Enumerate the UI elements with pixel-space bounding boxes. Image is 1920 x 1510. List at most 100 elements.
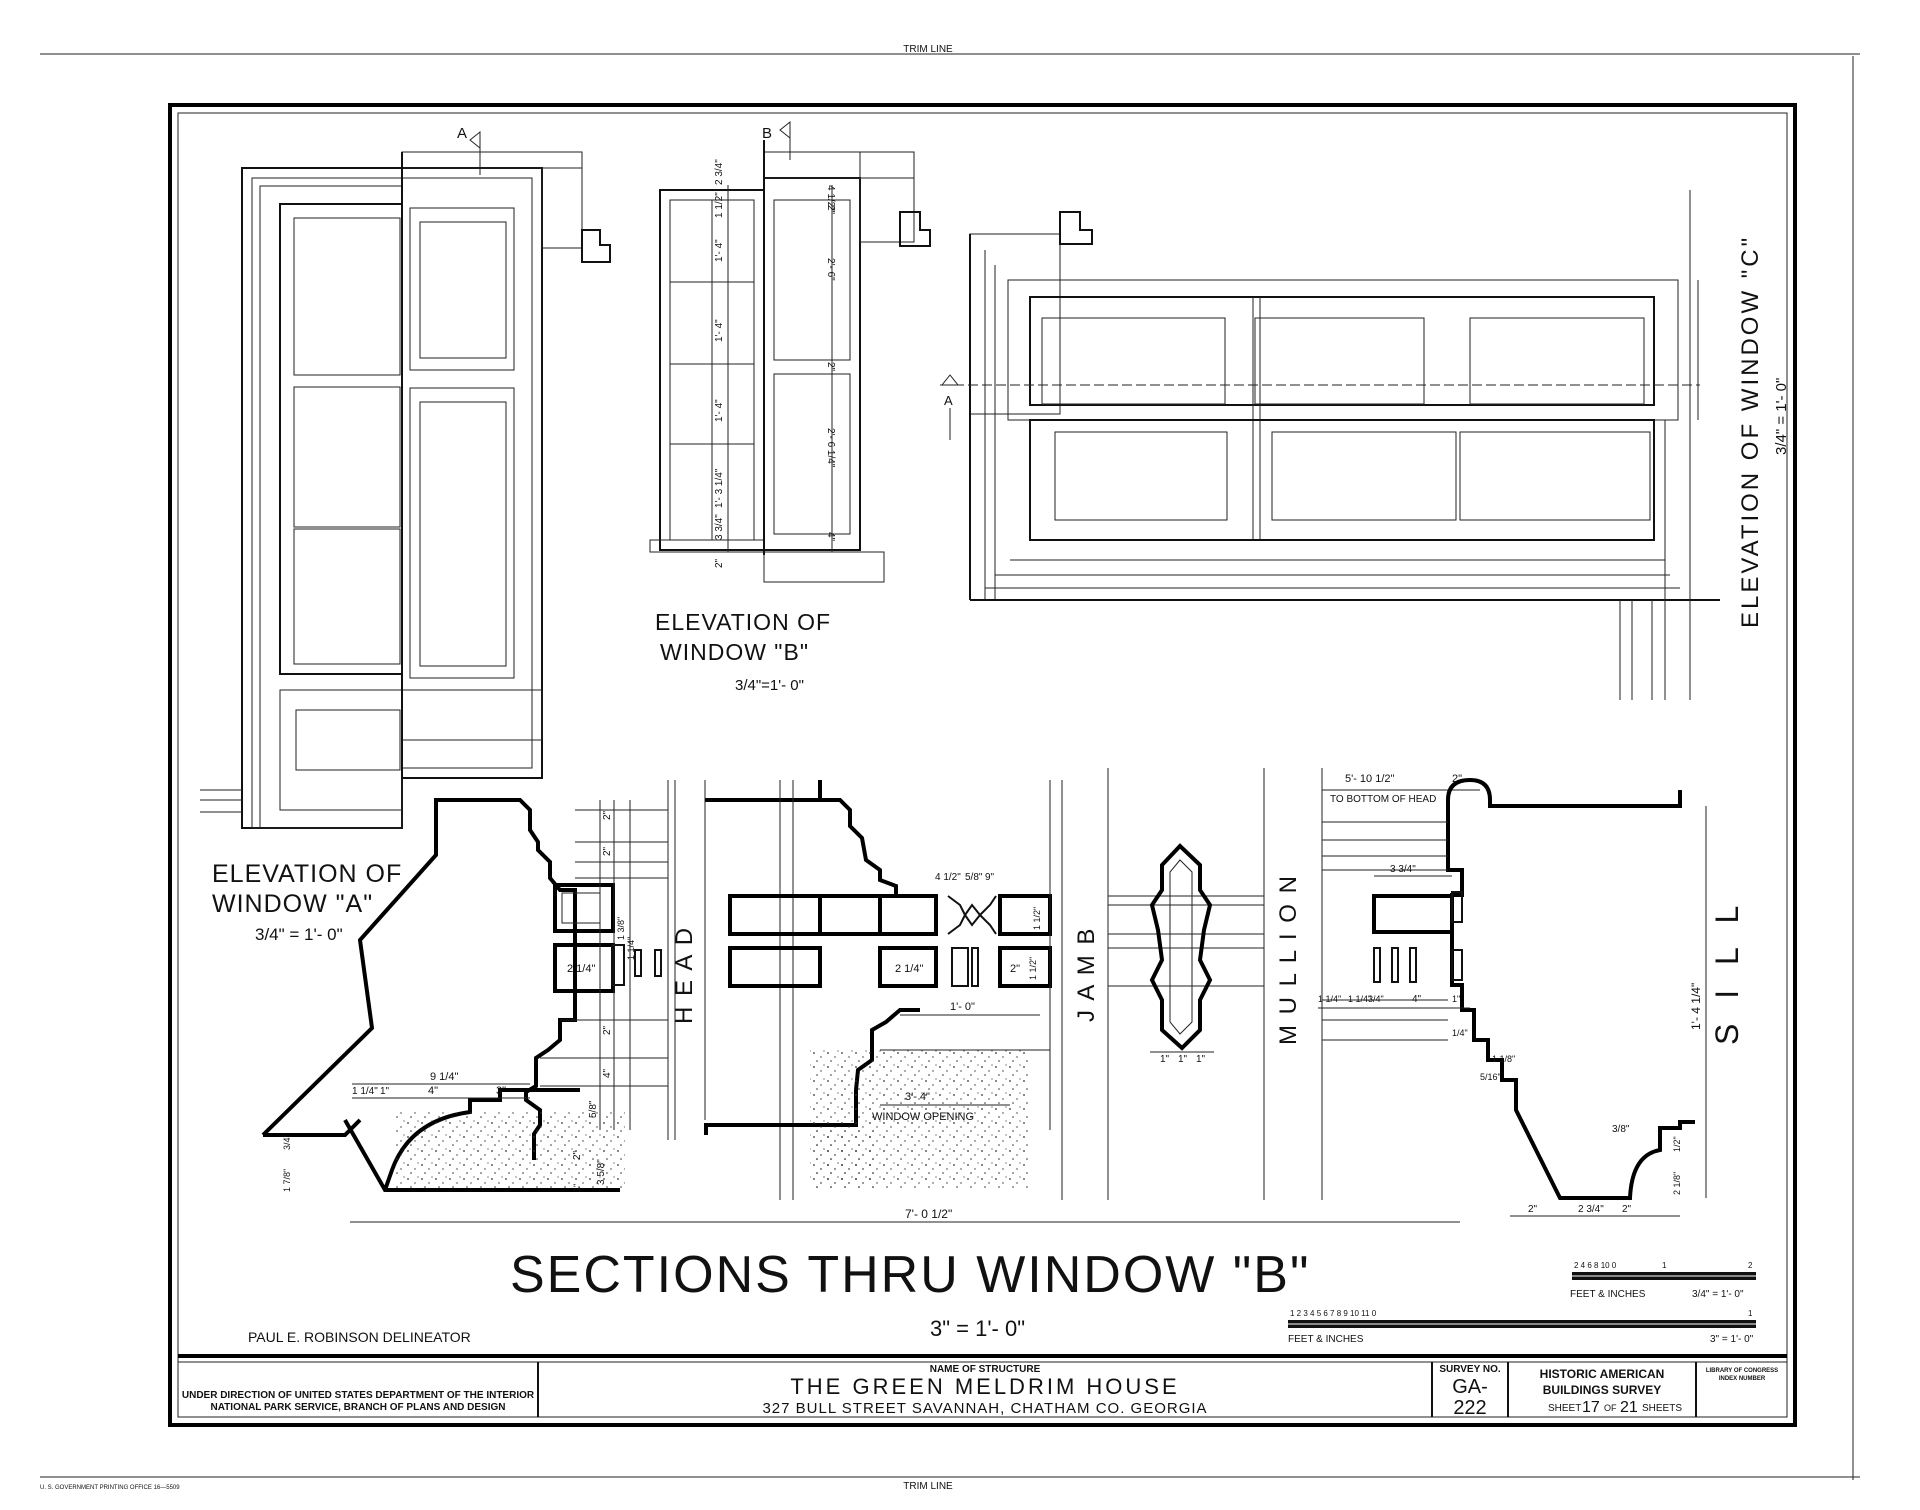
elevation-b-title: ELEVATION OF WINDOW "B" 3/4"=1'- 0" bbox=[655, 609, 830, 694]
scale-bar-1-label: FEET & INCHES bbox=[1570, 1289, 1646, 1300]
head-dim-5: 5/8" bbox=[588, 1100, 599, 1118]
head-dim-4: 4" bbox=[602, 1068, 613, 1078]
sheet-post: SHEETS bbox=[1642, 1403, 1682, 1414]
dim-v4: 3 5/8" bbox=[596, 1159, 607, 1185]
sill-dim-b2: 2 3/4" bbox=[1578, 1204, 1604, 1215]
sheet-of: OF bbox=[1604, 1403, 1617, 1413]
window-opening-dim: 3'- 4" bbox=[905, 1091, 930, 1103]
dim-b-left-7: 2" bbox=[714, 558, 725, 568]
dim-b-right-4: 2'- 6 1/4" bbox=[825, 428, 836, 468]
elevation-window-b: B 2 3/4" 1 1/2" 1'- 4" 1'- 4" 1'- 4" 1'-… bbox=[649, 120, 931, 694]
sheet-border-outer bbox=[168, 103, 1797, 1427]
section-marker-a: A bbox=[457, 125, 467, 142]
dim-v1: 3/4" bbox=[282, 1134, 292, 1150]
elevation-a-title: ELEVATION OF WINDOW "A" 3/4" = 1'- 0" bbox=[212, 860, 402, 944]
dim-b-right-5: 4" bbox=[825, 532, 836, 542]
dim-b-left-5: 1'- 3 1/4" bbox=[714, 468, 725, 508]
scale-bar-1-scale: 3/4" = 1'- 0" bbox=[1692, 1289, 1744, 1300]
section-label-mullion: M U L L I O N bbox=[1275, 874, 1302, 1045]
head-dim-6: 2 1/4" bbox=[567, 963, 595, 975]
structure-name-label: NAME OF STRUCTURE bbox=[930, 1364, 1041, 1375]
elevation-a-line1: ELEVATION OF bbox=[212, 860, 402, 888]
dim-b-left-1: 1 1/2" bbox=[714, 192, 725, 218]
elevation-c-title-text: ELEVATION OF WINDOW "C" bbox=[1737, 235, 1764, 628]
section-marker-a-c: A bbox=[944, 393, 953, 408]
overall-dim-text: 7'- 0 1/2" bbox=[905, 1207, 952, 1221]
sill-dim-4: 3/4" bbox=[1368, 994, 1384, 1004]
sill-dim-9: 5/16" bbox=[1480, 1072, 1501, 1082]
elevation-c-scale: 3/4" = 1'- 0" bbox=[1773, 378, 1790, 455]
elevation-a-scale: 3/4" = 1'- 0" bbox=[255, 925, 343, 944]
head-dim-2: 2" bbox=[602, 846, 613, 856]
sheet-pre: SHEET bbox=[1548, 1403, 1581, 1414]
trim-line-top-label: TRIM LINE bbox=[903, 44, 953, 55]
elevation-b-line2: WINDOW "B" bbox=[660, 639, 809, 665]
jamb-dim-h: 1 1/2" bbox=[1028, 957, 1038, 980]
sill-dim-8: 1 1/8" bbox=[1492, 1054, 1515, 1064]
scale-bar-3: 1 2 3 4 5 6 7 8 9 10 11 0 1 FEET & INCHE… bbox=[1288, 1309, 1756, 1345]
jamb-dim-f: 2" bbox=[1010, 963, 1020, 975]
survey-number-1: GA- bbox=[1452, 1376, 1488, 1398]
dim-b-right-3: 2" bbox=[825, 362, 836, 372]
habs-line-2: BUILDINGS SURVEY bbox=[1543, 1383, 1661, 1397]
dim-p1: 1 1/4" bbox=[352, 1086, 378, 1097]
agency-line-1: UNDER DIRECTION OF UNITED STATES DEPARTM… bbox=[182, 1390, 535, 1401]
sill-dim-b1: 2" bbox=[1528, 1204, 1538, 1215]
dim-total-left: 9 1/4" bbox=[430, 1071, 458, 1083]
loc-line-2: INDEX NUMBER bbox=[1719, 1376, 1766, 1382]
sill-dim-6: 1" bbox=[1452, 994, 1460, 1004]
dim-v3: 2" bbox=[572, 1150, 583, 1160]
section-label-jamb: J A M B bbox=[1073, 927, 1100, 1022]
dim-b-right-1: 2" bbox=[825, 205, 836, 215]
title-block: UNDER DIRECTION OF UNITED STATES DEPARTM… bbox=[178, 1354, 1787, 1419]
dim-b-left-4: 1'- 4" bbox=[714, 399, 725, 422]
sill-to-bottom: TO BOTTOM OF HEAD bbox=[1330, 794, 1436, 805]
elevation-b-right-dims: 4 1/2" 2" 2'- 6" 2" 2'- 6 1/4" 4" bbox=[825, 185, 836, 542]
section-label-sill: S I L L bbox=[1709, 898, 1745, 1045]
head-bottom-dims: 9 1/4" 1 1/4" 1" 4" 3" 3/4" 1 7/8" 2" 3 … bbox=[282, 1071, 607, 1192]
scale-bar-3-4: 2 4 6 8 10 0 1 2 FEET & INCHES 3/4" = 1'… bbox=[1570, 1261, 1756, 1300]
sill-dim-1: 3 3/4" bbox=[1390, 864, 1416, 875]
sill-dim-s1: 3/8" bbox=[1612, 1124, 1630, 1135]
dim-v5: 1" bbox=[572, 1184, 582, 1192]
jamb-dim-a: 4 1/2" bbox=[935, 872, 961, 883]
elevation-window-a: A ELEVATION OF WINDOW "A" 3/4" = 1'- 0" bbox=[200, 125, 611, 944]
mullion-dim-c: 1" bbox=[1196, 1054, 1206, 1065]
section-jamb: 4 1/2" 5/8" 9" 1 1/2" 2 1/4" 2" 1'- 0" 1… bbox=[704, 780, 1100, 1200]
delineator: PAUL E. ROBINSON DELINEATOR bbox=[248, 1329, 471, 1345]
dim-p4: 3" bbox=[496, 1085, 506, 1097]
survey-number-2: 222 bbox=[1453, 1397, 1486, 1419]
sill-dim-s3: 2 1/8" bbox=[1672, 1172, 1682, 1195]
section-marker-b: B bbox=[762, 125, 772, 142]
elevation-b-scale: 3/4"=1'- 0" bbox=[735, 677, 804, 694]
structure-address: 327 BULL STREET SAVANNAH, CHATHAM CO. GE… bbox=[762, 1400, 1207, 1417]
sill-dim-7: 1/4" bbox=[1452, 1028, 1468, 1038]
dim-p2: 1" bbox=[380, 1086, 390, 1097]
head-dim-3: 2" bbox=[602, 1025, 613, 1035]
trim-line-bottom-label: TRIM LINE bbox=[903, 1481, 953, 1492]
sill-head-dim: 5'- 10 1/2" bbox=[1345, 773, 1395, 785]
scale-bar-2-label: FEET & INCHES bbox=[1288, 1334, 1364, 1345]
habs-line-1: HISTORIC AMERICAN bbox=[1540, 1367, 1665, 1381]
sill-dim-3: 1 1/4" bbox=[1348, 994, 1371, 1004]
head-dim-7: 1 3/8" bbox=[616, 917, 626, 940]
main-scale: 3" = 1'- 0" bbox=[930, 1316, 1025, 1341]
scale-bar-1-ticks: 2 4 6 8 10 0 bbox=[1574, 1261, 1617, 1270]
scale-bar-2-one: 1 bbox=[1748, 1309, 1753, 1318]
dim-b-left-3: 1'- 4" bbox=[714, 319, 725, 342]
overall-dimension: 7'- 0 1/2" bbox=[350, 1207, 1460, 1223]
trim-line-bottom: TRIM LINE U. S. GOVERNMENT PRINTING OFFI… bbox=[40, 1476, 1860, 1492]
sill-dim-2: 1 1/4" bbox=[1318, 994, 1341, 1004]
section-mullion: 1" 1" 1" M U L L I O N bbox=[1107, 768, 1302, 1200]
sill-head-dim-b: 2" bbox=[1452, 773, 1462, 785]
window-opening-label: WINDOW OPENING bbox=[872, 1111, 974, 1123]
dim-b-right-2: 2'- 6" bbox=[825, 258, 836, 281]
elevation-window-c: A ELEVATION OF WINDOW "C" 3/4" = 1'- 0" bbox=[940, 190, 1790, 700]
survey-label: SURVEY NO. bbox=[1439, 1364, 1501, 1375]
sheet-border-inner bbox=[177, 112, 1788, 1418]
sill-dim-5: 4" bbox=[1412, 994, 1422, 1005]
jamb-dim-g: 1'- 0" bbox=[950, 1001, 975, 1013]
jamb-dim-d: 1 1/2" bbox=[1032, 907, 1042, 930]
elevation-a-line2: WINDOW "A" bbox=[212, 890, 373, 918]
